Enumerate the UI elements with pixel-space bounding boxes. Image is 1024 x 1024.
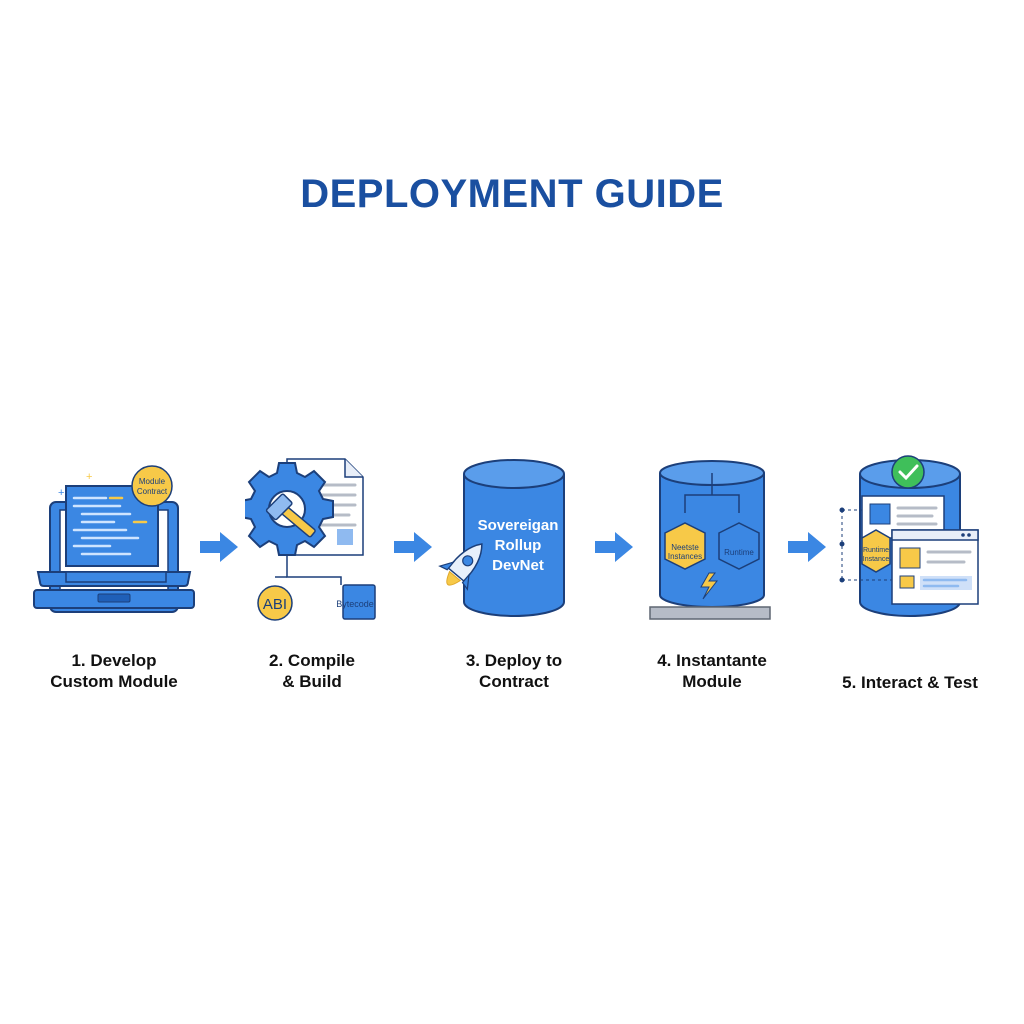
step-5-label: 5. Interact & Test	[810, 672, 1010, 693]
step-2-line1: 2. Compile	[269, 651, 355, 670]
page-title: DEPLOYMENT GUIDE	[300, 172, 724, 216]
arrow-right-icon	[788, 532, 826, 562]
module-badge-line1: Module	[139, 477, 166, 486]
gear-hammer-document-icon: ABI Bytecode	[245, 458, 376, 621]
right-module-label: Runtime	[724, 548, 754, 557]
step-2-label: 2. Compile & Build	[212, 650, 412, 692]
step-3-line2: Contract	[479, 672, 549, 691]
database-modules-icon: Neetste Instances Runtime	[649, 460, 771, 620]
step-1-label: 1. Develop Custom Module	[14, 650, 214, 692]
laptop-code-icon: + + Module Contract	[33, 465, 195, 613]
step-5-line1: 5. Interact & Test	[842, 673, 978, 692]
left-module-line1: Neetste	[671, 543, 699, 552]
rocket-database-icon: Sovereigan Rollup DevNet	[438, 459, 565, 617]
db-text-line2: Rollup	[495, 537, 542, 554]
step-4-label: 4. Instantante Module	[612, 650, 812, 692]
abi-label: ABI	[263, 596, 287, 613]
step-1-line1: 1. Develop	[71, 651, 157, 670]
module-label-line1: Runtime	[863, 547, 889, 554]
arrow-right-icon	[595, 532, 633, 562]
step-1-line2: Custom Module	[50, 672, 178, 691]
arrow-right-icon	[200, 532, 238, 562]
left-module-line2: Instances	[668, 552, 702, 561]
arrow-right-icon	[394, 532, 432, 562]
db-text-line1: Sovereigan	[478, 517, 559, 534]
step-4-line1: 4. Instantante	[657, 651, 767, 670]
database-browser-check-icon: Runtime Instance	[839, 455, 979, 617]
module-label-line2: Instance	[863, 556, 890, 563]
step-2-line2: & Build	[282, 672, 342, 691]
svg-text:+: +	[58, 487, 64, 499]
module-badge-line2: Contract	[137, 487, 168, 496]
step-3-line1: 3. Deploy to	[465, 651, 563, 670]
step-3-label: 3. Deploy to Contract	[414, 650, 614, 692]
svg-text:+: +	[86, 471, 92, 483]
bytecode-label: Bytecode	[336, 599, 374, 609]
step-4-line2: Module	[682, 672, 742, 691]
db-text-line3: DevNet	[492, 557, 544, 574]
